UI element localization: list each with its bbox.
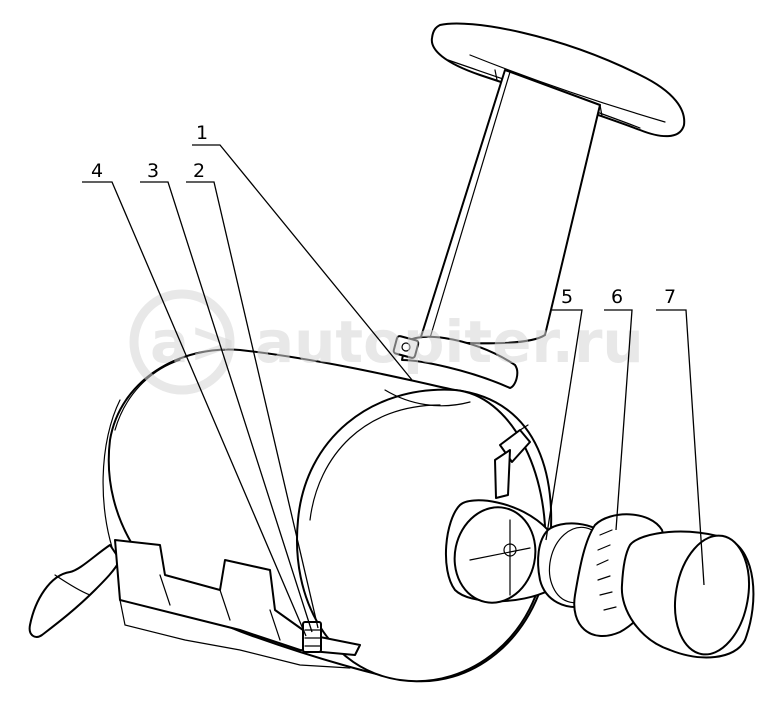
callout-6: 6	[611, 286, 623, 308]
intake-clamp	[392, 335, 519, 389]
leader-4	[82, 181, 307, 637]
watermark-text: autopiter.ru	[255, 308, 644, 376]
callout-3: 3	[147, 160, 159, 182]
watermark-mark: a>	[150, 308, 238, 376]
leader-1	[192, 144, 413, 381]
leader-3	[140, 181, 313, 633]
watermark: a> autopiter.ru	[129, 289, 644, 395]
leader-5	[545, 309, 583, 541]
outlet-hose	[620, 530, 755, 659]
leader-lines	[82, 144, 705, 637]
callout-1: 1	[196, 122, 208, 144]
leader-7	[656, 309, 705, 586]
dust-valve	[28, 544, 121, 638]
leader-6	[604, 309, 633, 531]
mounting-brackets	[114, 539, 361, 669]
bracket-bolt	[302, 621, 322, 653]
restriction-indicator	[494, 424, 531, 499]
callout-4: 4	[91, 160, 103, 182]
outlet-spigot	[444, 499, 551, 604]
callout-2: 2	[193, 160, 205, 182]
leader-2	[186, 181, 319, 629]
callout-labels: 1 2 3 4 5 6 7	[91, 122, 676, 308]
callout-7: 7	[664, 286, 676, 308]
callout-5: 5	[561, 286, 573, 308]
